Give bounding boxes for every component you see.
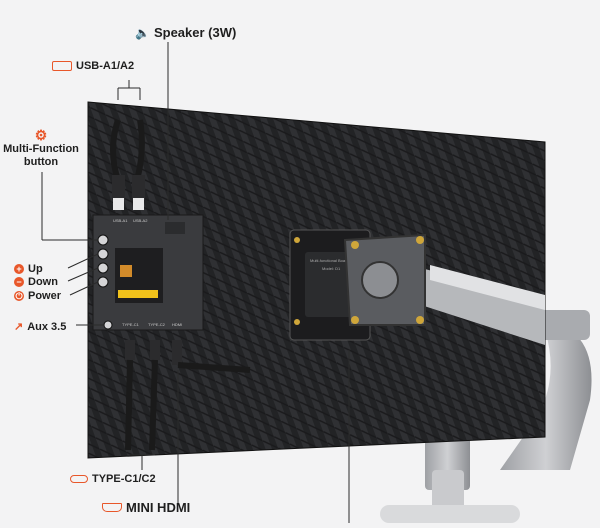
typec2-port-label: TYPE-C2 bbox=[148, 322, 166, 327]
minus-icon: − bbox=[14, 277, 24, 287]
usb-label: USB-A1/A2 bbox=[52, 60, 134, 72]
multifunction-label-line1: Multi-Function bbox=[3, 143, 79, 155]
minihdmi-label: MINI HDMI bbox=[102, 500, 190, 515]
arm-segment bbox=[390, 260, 545, 345]
multifunction-label: ⚙ Multi-Function button bbox=[3, 127, 79, 168]
vesa-mount: Multi-functional Board Display Model: D1 bbox=[289, 229, 426, 341]
usb-port-icon bbox=[52, 61, 72, 71]
usb-label-text: USB-A1/A2 bbox=[76, 60, 135, 72]
power-label-text: Power bbox=[28, 290, 62, 302]
board-title: Multi-functional Board Display bbox=[310, 258, 363, 263]
plus-icon: + bbox=[14, 264, 24, 274]
speaker-label-text: Speaker (3W) bbox=[153, 25, 237, 40]
gear-icon: ⚙ bbox=[34, 127, 48, 143]
down-label: − Down bbox=[14, 276, 58, 288]
multifunction-button[interactable] bbox=[97, 234, 109, 246]
power-icon: ⏻ bbox=[14, 291, 24, 301]
aux-label-text: Aux 3.5 bbox=[27, 320, 67, 333]
usb-a1-port-label: USB-A1 bbox=[113, 218, 128, 223]
typec-label: TYPE-C1/C2 bbox=[70, 473, 156, 485]
usb-a2-port-label: USB-A2 bbox=[133, 218, 148, 223]
aux-jack[interactable] bbox=[103, 320, 113, 330]
aux-label: ↗ Aux 3.5 bbox=[14, 320, 67, 334]
bottom-cables bbox=[125, 340, 251, 451]
pointer-lines bbox=[41, 42, 350, 523]
typec-label-text: TYPE-C1/C2 bbox=[92, 473, 156, 485]
typec-port-icon bbox=[70, 475, 88, 483]
audio-jack-icon: ↗ bbox=[14, 321, 24, 333]
typec1-port-label: TYPE-C1 bbox=[122, 322, 140, 327]
usb-cables bbox=[110, 119, 145, 210]
power-button[interactable] bbox=[97, 276, 109, 288]
multifunction-label-line2: button bbox=[23, 156, 59, 168]
hdmi-port-label: HDMI bbox=[172, 322, 182, 327]
board-model: Model: D1 bbox=[322, 266, 341, 271]
down-button[interactable] bbox=[97, 262, 109, 274]
down-label-text: Down bbox=[28, 276, 58, 288]
up-label: + Up bbox=[14, 263, 43, 275]
minihdmi-label-text: MINI HDMI bbox=[126, 500, 191, 515]
up-button[interactable] bbox=[97, 248, 109, 260]
speaker-label: 🔈 Speaker (3W) bbox=[135, 25, 236, 40]
hdmi-port-icon bbox=[102, 503, 122, 512]
power-label: ⏻ Power bbox=[14, 290, 61, 302]
up-label-text: Up bbox=[28, 263, 43, 275]
control-board: USB-A1 USB-A2 TYPE-C1 TYPE-C2 HDMI bbox=[92, 214, 204, 331]
speaker-icon: 🔈 bbox=[135, 25, 150, 40]
